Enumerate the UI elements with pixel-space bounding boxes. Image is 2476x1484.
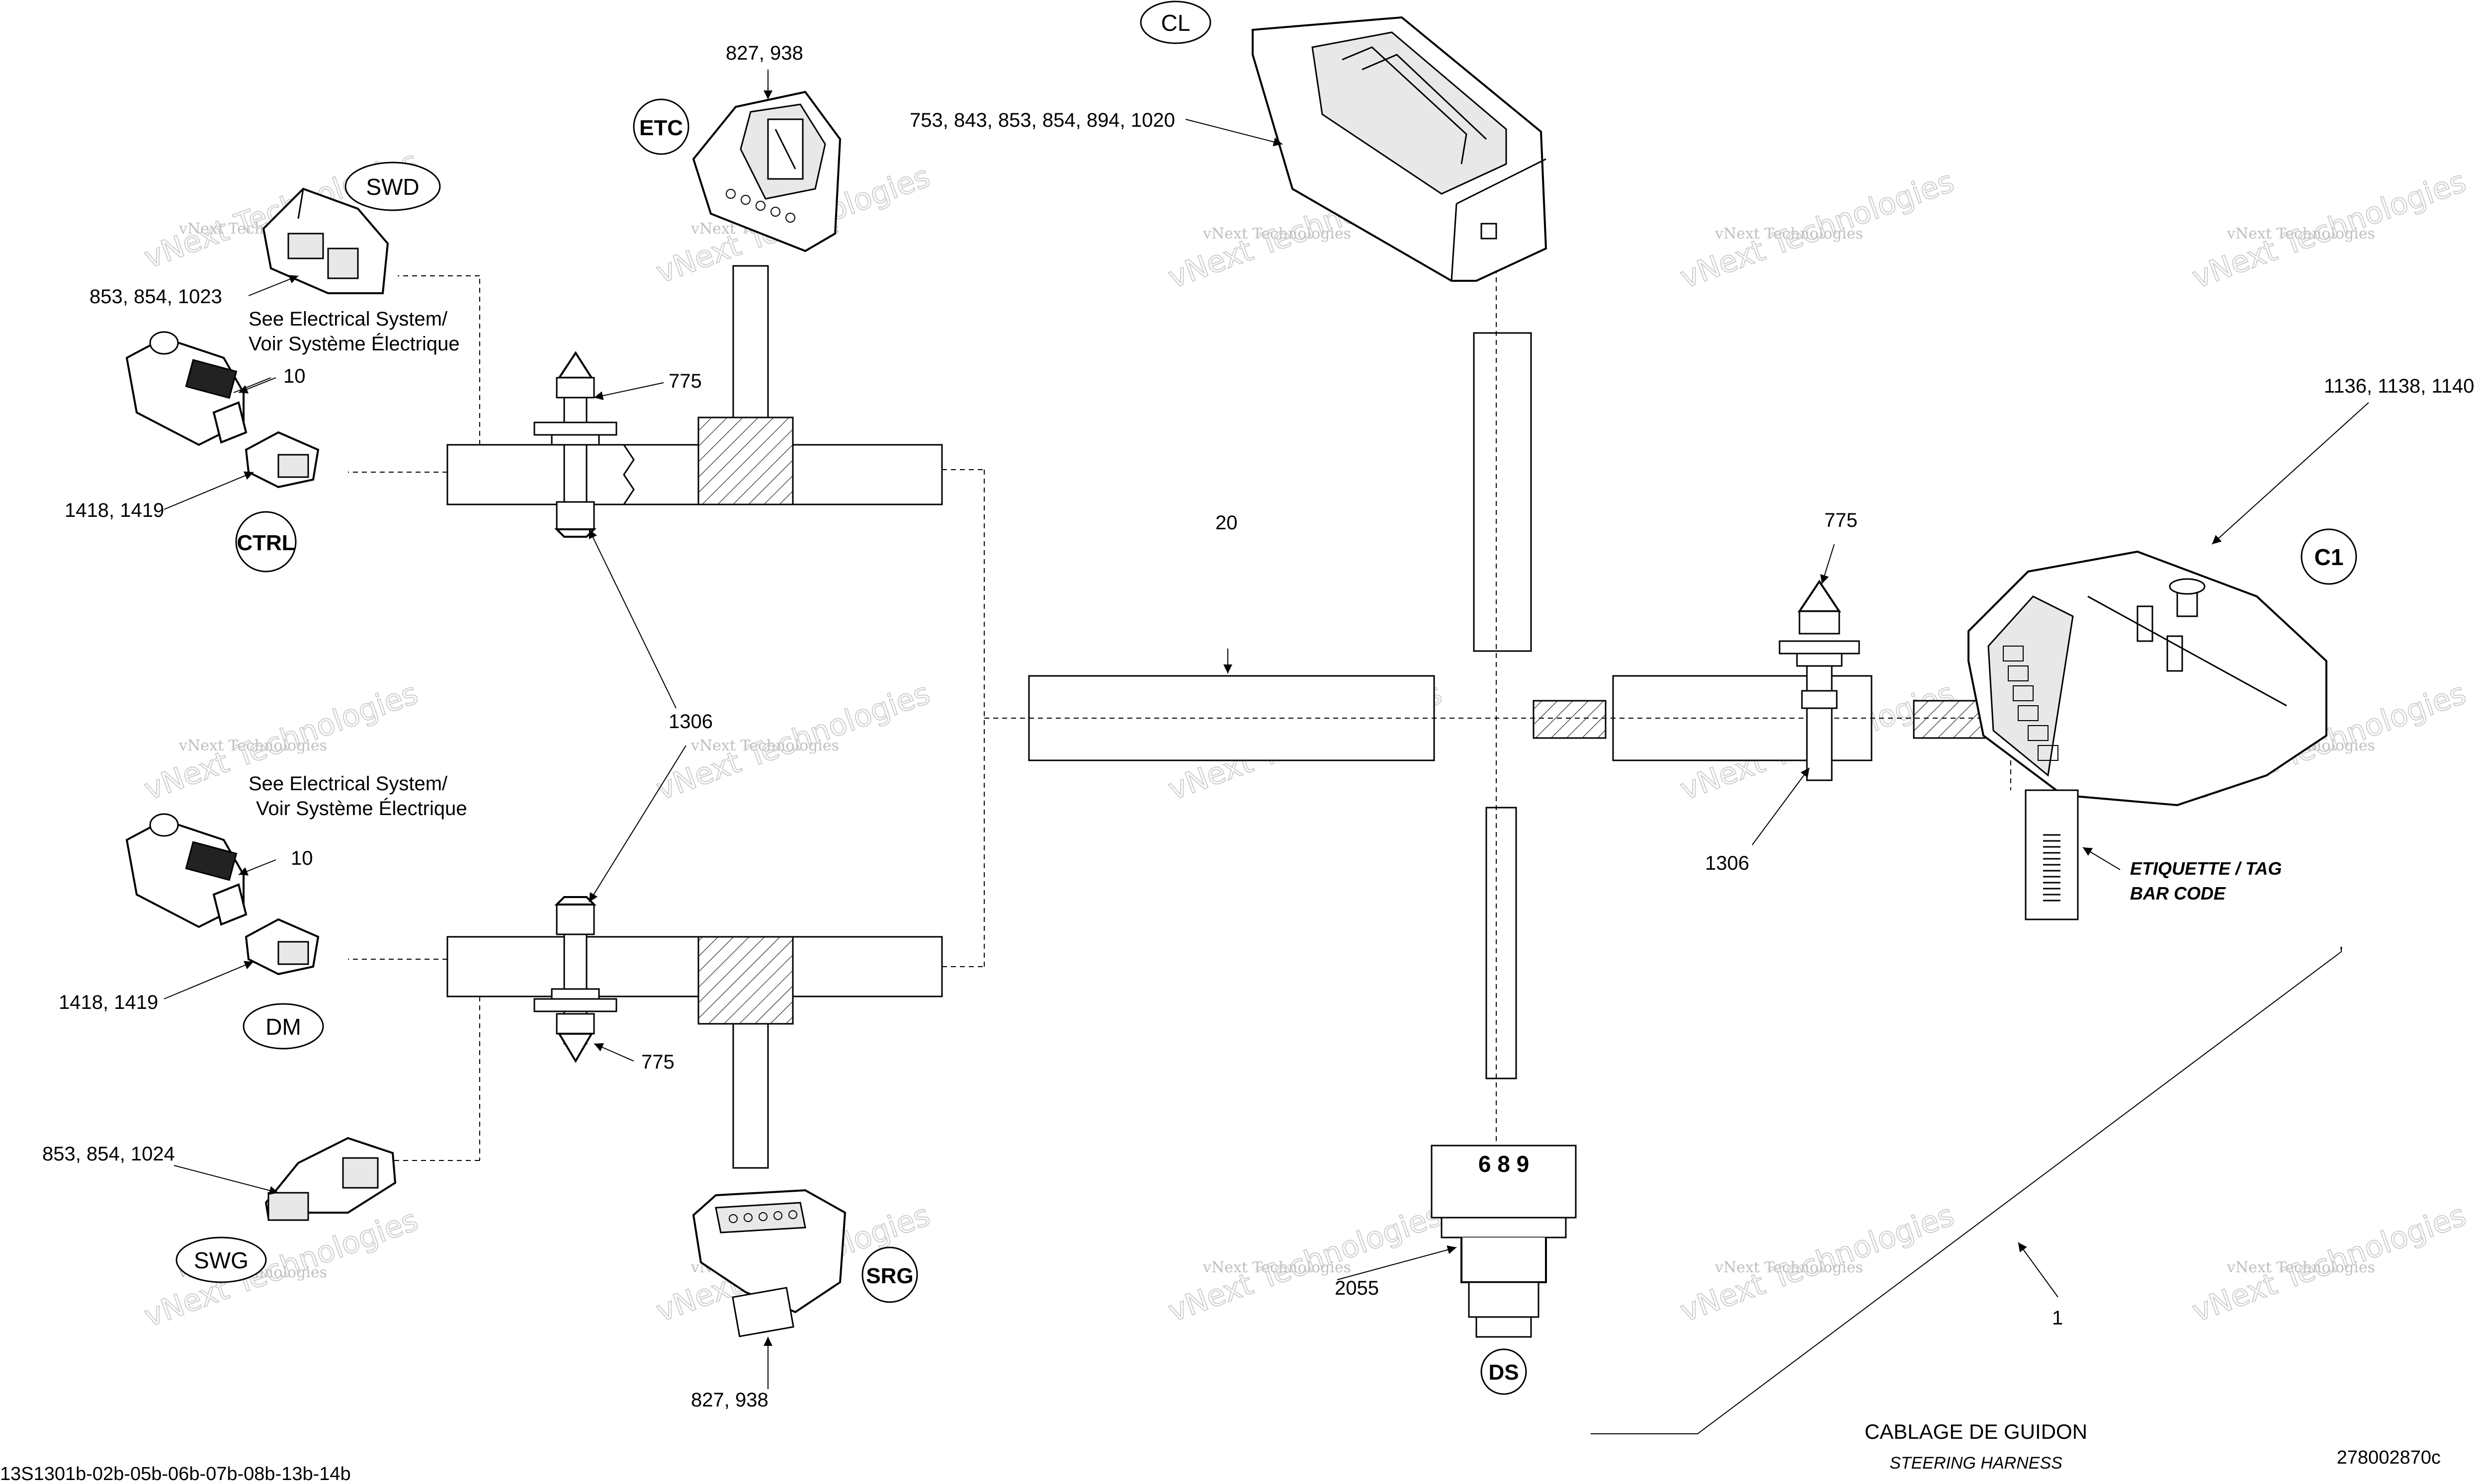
callout-1306-right: 1306 — [1705, 852, 1749, 874]
srg-badge — [861, 1246, 918, 1303]
ds-sensor-marking: 6 8 9 — [1478, 1151, 1529, 1177]
title-french: CABLAGE DE GUIDON — [1865, 1420, 2087, 1443]
callout-775-right: 775 — [1824, 509, 1858, 531]
callout-1: 1 — [2052, 1307, 2063, 1329]
dm-badge — [243, 1003, 324, 1050]
cable-tie-right — [1779, 579, 1860, 781]
etc-branch-section — [732, 265, 769, 418]
right-branch-section — [1612, 675, 1873, 761]
see-electrical-1-line2: Voir Système Électrique — [249, 332, 460, 355]
title-block: CABLAGE DE GUIDON STEERING HARNESS 13S13… — [0, 1420, 2441, 1484]
ctrl-plug-graphic — [245, 431, 320, 489]
c1-connector-graphic — [1967, 550, 2327, 807]
right-sleeve-left — [1533, 700, 1607, 739]
watermark-text: vNext Technologies — [1714, 1259, 1863, 1276]
leader-lines — [164, 70, 2369, 1434]
callout-10-top: 10 — [283, 365, 306, 387]
ds-badge-label: DS — [1488, 1360, 1519, 1385]
callout-1418-1419-bottom: 1418, 1419 — [59, 991, 158, 1013]
ds-branch-section — [1485, 807, 1517, 1079]
cl-connector-graphic — [1252, 16, 1547, 282]
see-electrical-1-line1: See Electrical System/ — [249, 308, 448, 330]
see-electrical-2-line1: See Electrical System/ — [249, 773, 448, 795]
swd-badge — [344, 162, 441, 211]
right-sleeve-right — [1913, 700, 1987, 739]
swg-badge — [175, 1237, 267, 1283]
lower-branch-section — [446, 936, 943, 997]
upper-branch-splice — [697, 416, 794, 505]
cable-tie-upper — [533, 351, 617, 538]
cl-badge — [1140, 0, 1211, 44]
cable-tie-lower — [533, 896, 617, 1063]
watermark-text: vNext Technologies — [2226, 1259, 2375, 1276]
footer-right-code: 278002870c — [2337, 1447, 2441, 1468]
watermark-text: vNext Technologies — [1202, 225, 1351, 243]
lower-switch-graphic — [125, 813, 248, 928]
ctrl-badge — [235, 511, 297, 573]
srg-badge-label: SRG — [866, 1264, 913, 1288]
callout-753: 753, 843, 853, 854, 894, 1020 — [910, 109, 1175, 131]
callout-827-938-top: 827, 938 — [726, 42, 803, 64]
callout-2055: 2055 — [1335, 1277, 1379, 1299]
connector-badges: CL ETC SWD CTRL DM SWG SRG DS C1 — [175, 0, 2357, 1395]
callout-1136-1138-1140: 1136, 1138, 1140 — [2324, 375, 2475, 397]
etc-badge — [633, 98, 689, 155]
callout-853-854-1024: 853, 854, 1024 — [42, 1143, 175, 1165]
callout-775-left-top: 775 — [669, 370, 702, 392]
upper-branch-section — [446, 444, 943, 505]
callout-775-left-bottom: 775 — [641, 1051, 675, 1073]
swg-badge-label: SWG — [194, 1247, 249, 1273]
footer-left-code: 13S1301b-02b-05b-06b-07b-08b-13b-14b — [0, 1464, 351, 1484]
title-english: STEERING HARNESS — [1889, 1454, 2062, 1473]
watermark-text: vNext Technologies — [178, 737, 327, 754]
harness-body — [348, 265, 1988, 1169]
watermark-text: vNext Technologies — [690, 737, 839, 754]
see-electrical-2-line2: Voir Système Électrique — [256, 797, 467, 820]
watermark-text: vNext Technologies — [2226, 225, 2375, 243]
ds-badge — [1480, 1348, 1527, 1395]
swd-badge-label: SWD — [366, 174, 419, 200]
dm-badge-label: DM — [265, 1014, 301, 1040]
etc-badge-label: ETC — [639, 116, 683, 140]
label-tag-line2: BAR CODE — [2130, 883, 2226, 904]
srg-connector-graphic — [692, 1189, 847, 1337]
callout-827-938-bottom: 827, 938 — [691, 1389, 768, 1411]
swg-connector-graphic — [264, 1137, 397, 1221]
ds-sensor-graphic: 6 8 9 — [1431, 1145, 1577, 1338]
etc-connector-graphic — [692, 90, 842, 252]
c1-badge-label: C1 — [2314, 544, 2344, 570]
callout-20: 20 — [1215, 512, 1238, 534]
bar-code-tag-graphic — [2010, 760, 2079, 920]
lower-branch-splice — [697, 936, 794, 1025]
cl-branch-section — [1473, 332, 1532, 652]
callout-labels: 827, 938 753, 843, 853, 854, 894, 1020 8… — [42, 42, 2475, 1411]
callout-853-854-1023: 853, 854, 1023 — [89, 286, 222, 308]
ctrl-badge-label: CTRL — [237, 531, 295, 555]
srg-branch-section — [732, 1023, 769, 1169]
label-tag-line1: ETIQUETTE / TAG — [2130, 858, 2282, 879]
dm-plug-graphic — [245, 918, 320, 976]
callout-10-bottom: 10 — [291, 847, 313, 869]
swd-connector-graphic — [262, 187, 389, 294]
upper-break-mark — [623, 444, 635, 505]
cl-badge-label: CL — [1161, 10, 1191, 36]
watermark-text: vNext Technologies — [1202, 1259, 1351, 1276]
callout-1418-1419-top: 1418, 1419 — [65, 499, 164, 521]
c1-badge — [2301, 528, 2357, 585]
callout-1306-left: 1306 — [669, 711, 713, 733]
upper-switch-graphic — [125, 331, 248, 446]
watermark-text: vNext Technologies — [1714, 225, 1863, 243]
